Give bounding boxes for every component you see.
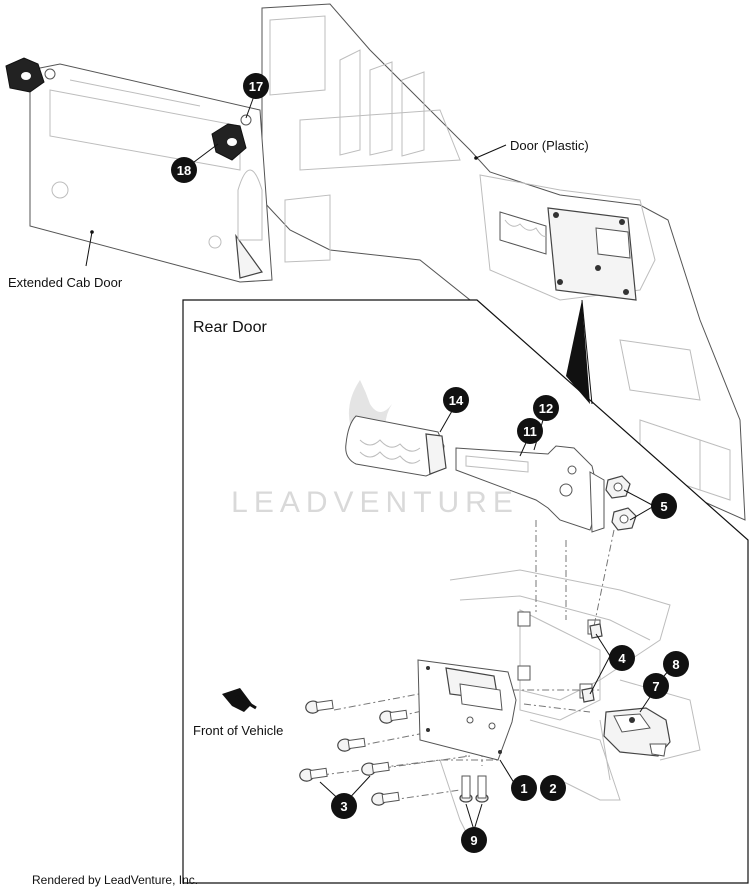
callout-14: 14 <box>443 387 469 413</box>
key-fob-icon <box>5 57 56 93</box>
callout-11: 11 <box>517 418 543 444</box>
svg-text:8: 8 <box>672 657 679 672</box>
svg-text:2: 2 <box>549 781 556 796</box>
part-9-screws <box>459 775 489 803</box>
callout-12: 12 <box>533 395 559 421</box>
door-plastic-panel <box>261 3 746 521</box>
svg-text:1: 1 <box>520 781 527 796</box>
svg-text:3: 3 <box>340 799 347 814</box>
part-1-bracket <box>417 659 517 761</box>
callout-8: 8 <box>663 651 689 677</box>
svg-text:14: 14 <box>449 393 464 408</box>
part-11-handle <box>455 445 605 533</box>
leader-door-plastic <box>475 144 507 159</box>
svg-text:LEADVENTURE: LEADVENTURE <box>231 486 519 519</box>
front-direction-arrow-icon <box>222 688 257 712</box>
leader-17 <box>245 95 255 119</box>
label-rear-door: Rear Door <box>193 319 267 336</box>
extended-cab-door <box>29 63 273 283</box>
svg-text:11: 11 <box>523 424 537 439</box>
part-3-screws <box>299 699 408 806</box>
callout-4: 4 <box>609 645 635 671</box>
callout-7: 7 <box>643 673 669 699</box>
svg-text:9: 9 <box>470 833 477 848</box>
callout-17: 17 <box>243 73 269 99</box>
svg-text:17: 17 <box>249 79 263 94</box>
part-7-latch <box>603 707 671 757</box>
callout-9: 9 <box>461 827 487 853</box>
part-5-nuts <box>605 475 637 531</box>
svg-text:12: 12 <box>539 401 553 416</box>
footer-credit: Rendered by LeadVenture, Inc. <box>32 873 198 887</box>
callout-3: 3 <box>331 793 357 819</box>
label-extended-cab-door: Extended Cab Door <box>8 275 123 290</box>
svg-text:18: 18 <box>177 163 191 178</box>
part-18-key-icon <box>211 114 252 161</box>
callout-5: 5 <box>651 493 677 519</box>
callout-1: 1 <box>511 775 537 801</box>
callout-18: 18 <box>171 157 197 183</box>
callout-2: 2 <box>540 775 566 801</box>
svg-text:7: 7 <box>652 679 659 694</box>
leader-extended-cab <box>85 231 93 267</box>
label-door-plastic: Door (Plastic) <box>510 138 589 153</box>
part-14-grip <box>345 415 447 477</box>
leader-18 <box>193 143 219 163</box>
label-front-of-vehicle: Front of Vehicle <box>193 723 283 738</box>
svg-text:4: 4 <box>618 651 626 666</box>
svg-text:5: 5 <box>660 499 667 514</box>
